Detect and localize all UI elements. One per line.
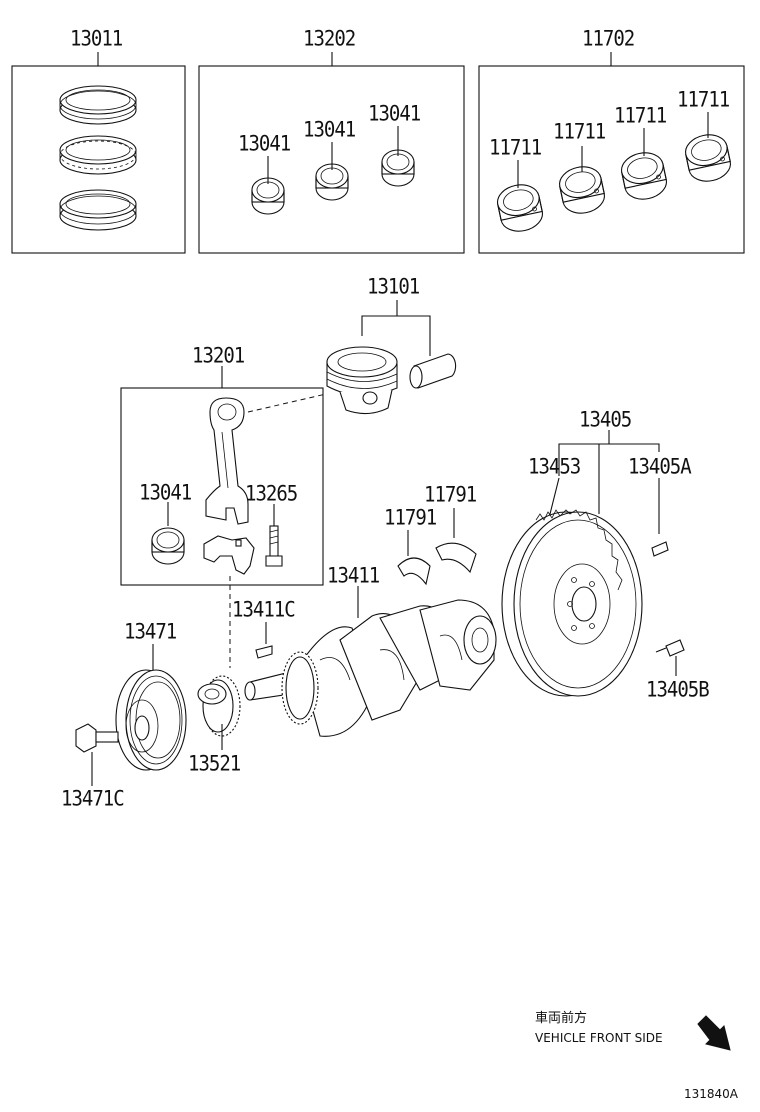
label-13041-c: 13041 xyxy=(368,101,421,126)
label-11711-c: 11711 xyxy=(614,103,667,128)
crank-sprocket-drawing xyxy=(281,651,319,725)
direction-note-english: VEHICLE FRONT SIDE xyxy=(535,1031,663,1045)
crank-pulley-drawing xyxy=(115,669,187,771)
connecting-rod-box xyxy=(120,387,324,586)
label-13201: 13201 xyxy=(192,343,245,368)
flywheel-bolt-13405B-drawing xyxy=(655,639,685,676)
label-13471C: 13471C xyxy=(61,786,125,811)
piston-pin-drawing xyxy=(409,353,457,389)
label-13521: 13521 xyxy=(188,751,241,776)
crankshaft-drawing xyxy=(244,599,497,737)
front-direction-arrow xyxy=(697,1015,731,1051)
thrust-washers-drawing xyxy=(397,542,477,586)
label-13041-a: 13041 xyxy=(238,131,291,156)
timing-gear-13521-drawing xyxy=(197,675,241,737)
piston-drawing xyxy=(326,346,398,415)
label-13405A: 13405A xyxy=(628,454,692,479)
rod-bearing-13041-drawing xyxy=(151,527,185,565)
label-13405B: 13405B xyxy=(646,677,710,702)
label-13101: 13101 xyxy=(367,274,420,299)
direction-note-japanese: 車両前方 xyxy=(535,1011,588,1026)
label-11791-b: 11791 xyxy=(384,505,437,530)
label-11711-b: 11711 xyxy=(553,119,606,144)
rod-cap-drawing xyxy=(203,535,255,575)
label-11711-d: 11711 xyxy=(677,87,730,112)
woodruff-key-drawing xyxy=(255,645,273,659)
label-13041-b: 13041 xyxy=(303,117,356,142)
label-11711-a: 11711 xyxy=(489,135,542,160)
pulley-bolt-drawing xyxy=(75,723,119,753)
label-11702: 11702 xyxy=(582,26,635,51)
label-11791-a: 11791 xyxy=(424,482,477,507)
flywheel-drawing xyxy=(501,509,643,697)
knock-pin-13405A-drawing xyxy=(651,541,669,557)
piston-ring-set-drawing xyxy=(59,85,137,231)
con-rod-bearings-drawing xyxy=(251,126,415,215)
crank-bearings-drawing xyxy=(497,112,731,232)
label-13202: 13202 xyxy=(303,26,356,51)
label-13411: 13411 xyxy=(327,563,380,588)
rod-bolt-drawing xyxy=(265,504,283,567)
label-13041-d: 13041 xyxy=(139,480,192,505)
label-13011: 13011 xyxy=(70,26,123,51)
label-13265: 13265 xyxy=(245,481,298,506)
figure-code: 131840A xyxy=(684,1087,739,1101)
label-13471: 13471 xyxy=(124,619,177,644)
label-13405: 13405 xyxy=(579,407,632,432)
connecting-rod-drawing xyxy=(205,397,249,525)
label-13411C: 13411C xyxy=(232,597,296,622)
label-13453: 13453 xyxy=(528,454,581,479)
